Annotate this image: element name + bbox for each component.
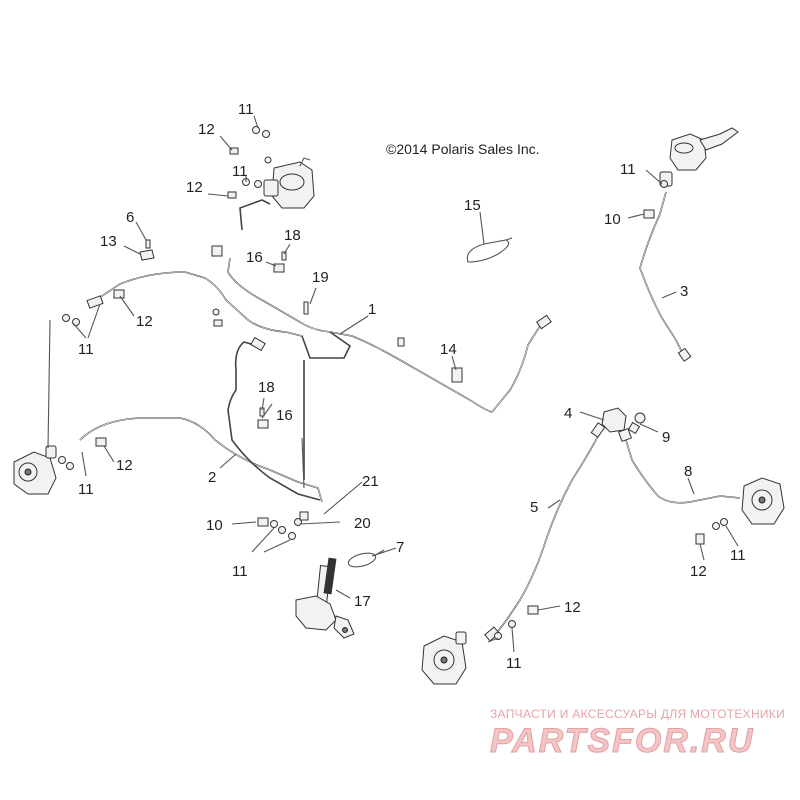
callout-20: 20 bbox=[354, 515, 371, 532]
callout-11: 11 bbox=[620, 161, 636, 178]
callout-5: 5 bbox=[530, 499, 538, 516]
watermark-tagline: ЗАПЧАСТИ И АКСЕССУАРЫ ДЛЯ МОТОТЕХНИКИ bbox=[490, 707, 785, 721]
callout-11: 11 bbox=[232, 163, 248, 180]
callout-11: 11 bbox=[506, 655, 522, 672]
callout-11: 11 bbox=[232, 563, 248, 580]
callout-11: 11 bbox=[238, 101, 254, 118]
callout-11: 11 bbox=[78, 481, 94, 498]
caliper-front-left bbox=[13, 445, 57, 495]
watermark-brand: PARTSFOR.RU bbox=[490, 722, 754, 760]
callout-19: 19 bbox=[312, 269, 329, 286]
callout-11: 11 bbox=[78, 341, 94, 358]
callout-labels: 11 12 11 12 6 13 16 18 19 1 14 15 12 11 … bbox=[78, 101, 746, 672]
callout-12: 12 bbox=[136, 313, 153, 330]
callout-7: 7 bbox=[396, 539, 404, 556]
callout-16: 16 bbox=[276, 407, 293, 424]
caliper-right bbox=[741, 477, 785, 525]
copyright-text: ©2014 Polaris Sales Inc. bbox=[386, 141, 540, 157]
brake-line-3 bbox=[639, 191, 692, 362]
leader-lines bbox=[47, 115, 739, 653]
callout-9: 9 bbox=[662, 429, 670, 446]
master-cylinder-right bbox=[659, 127, 739, 187]
caliper-lower bbox=[421, 631, 467, 685]
callout-16: 16 bbox=[246, 249, 263, 266]
rear-master-cylinder bbox=[295, 565, 355, 639]
callout-10: 10 bbox=[206, 517, 223, 534]
callout-3: 3 bbox=[680, 283, 688, 300]
callout-11: 11 bbox=[730, 547, 746, 564]
callout-12: 12 bbox=[186, 179, 203, 196]
callout-18: 18 bbox=[258, 379, 275, 396]
callout-12: 12 bbox=[198, 121, 215, 138]
callout-13: 13 bbox=[100, 233, 117, 250]
callout-1: 1 bbox=[368, 301, 376, 318]
fasteners bbox=[58, 126, 728, 640]
clamp-7 bbox=[347, 549, 385, 568]
callout-15: 15 bbox=[464, 197, 481, 214]
band-15 bbox=[466, 237, 513, 263]
callout-4: 4 bbox=[564, 405, 572, 422]
callout-17: 17 bbox=[354, 593, 371, 610]
master-cylinder-top bbox=[263, 157, 315, 209]
junction-block-4 bbox=[601, 407, 646, 435]
callout-21: 21 bbox=[362, 473, 379, 490]
callout-12: 12 bbox=[116, 457, 133, 474]
callout-12: 12 bbox=[564, 599, 581, 616]
callout-6: 6 bbox=[126, 209, 134, 226]
reservoir-hose-17 bbox=[323, 557, 337, 595]
callout-2: 2 bbox=[208, 469, 216, 486]
brake-line-2 bbox=[79, 336, 323, 503]
brake-line-5 bbox=[484, 422, 606, 642]
brake-line-upper-left bbox=[86, 271, 352, 359]
callout-14: 14 bbox=[440, 341, 457, 358]
watermark: ЗАПЧАСТИ И АКСЕССУАРЫ ДЛЯ МОТОТЕХНИКИ PA… bbox=[490, 707, 785, 761]
brake-line-8 bbox=[617, 427, 741, 504]
brake-line-1 bbox=[227, 199, 552, 413]
callout-10: 10 bbox=[604, 211, 621, 228]
callout-12: 12 bbox=[690, 563, 707, 580]
callout-18: 18 bbox=[284, 227, 301, 244]
callout-8: 8 bbox=[684, 463, 692, 480]
